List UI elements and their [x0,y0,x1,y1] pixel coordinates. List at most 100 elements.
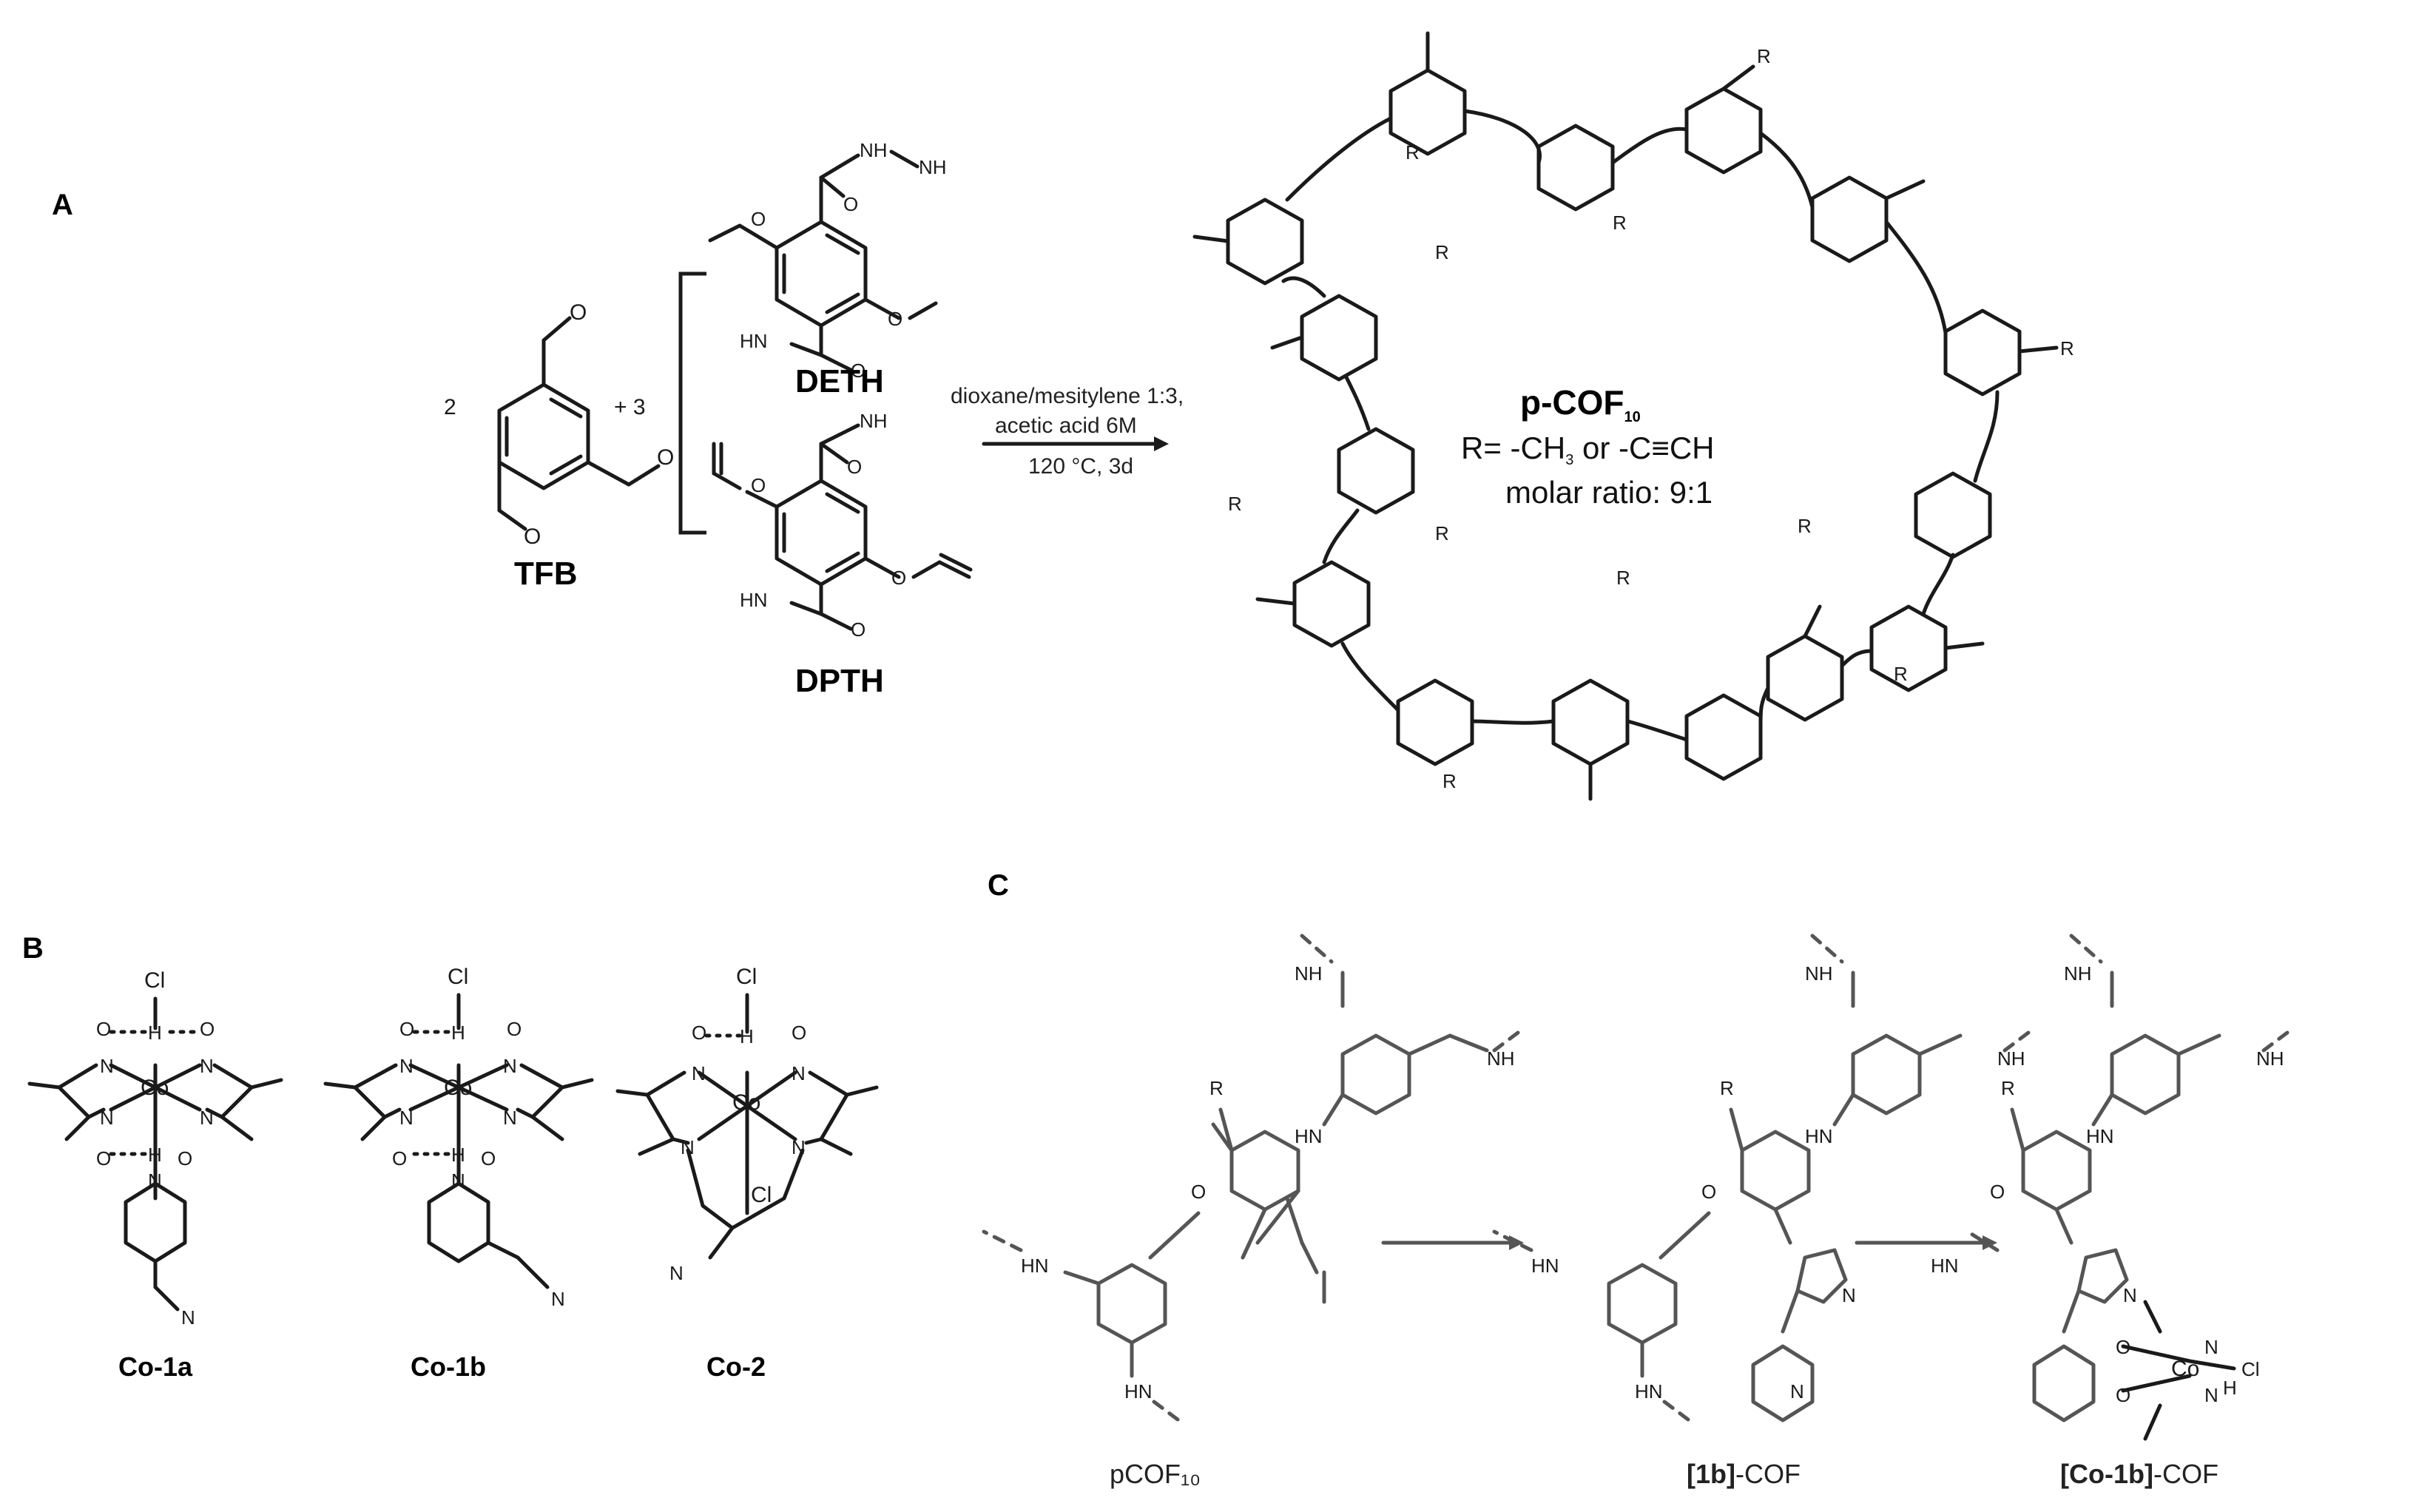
svg-text:N: N [681,1136,695,1158]
svg-text:O: O [524,524,541,549]
svg-text:R: R [2060,337,2074,360]
svg-text:H: H [148,1022,162,1044]
svg-text:N: N [669,1262,684,1284]
pcof-macrocycle [1192,31,2059,801]
svg-text:O: O [200,1018,215,1040]
c-label-1b-cof: [1b]-COF [1687,1459,1801,1489]
condition-2: acetic acid 6M [995,414,1137,438]
svg-text:HN: HN [740,589,768,611]
svg-text:N: N [399,1107,414,1129]
c-1b-cof-structure [1492,934,2037,1426]
svg-text:O: O [1701,1181,1716,1203]
svg-text:R: R [1228,493,1242,515]
svg-text:O: O [96,1147,111,1170]
condition-3: 120 °C, 3d [1028,454,1133,479]
r-definition: R= -CH3 or -C≡CH [1461,431,1714,468]
svg-text:N: N [200,1055,214,1077]
tfb-coefficient: 2 [444,395,456,419]
svg-text:R: R [1798,515,1812,537]
svg-text:R: R [2001,1077,2015,1099]
co-1a-label: Co-1a [118,1351,193,1382]
svg-text:N: N [451,1170,465,1192]
co-2-structure [615,993,879,1260]
svg-text:Co: Co [732,1090,760,1115]
svg-text:NH: NH [860,410,888,432]
svg-text:Co: Co [141,1076,169,1100]
c-pcof-structure [982,934,1526,1426]
c-label-co-1b-cof: [Co-1b]-COF [2060,1459,2218,1489]
svg-text:O: O [2116,1336,2130,1358]
svg-text:N: N [692,1062,706,1084]
svg-text:N: N [1842,1284,1856,1306]
co-2-label: Co-2 [706,1351,766,1382]
svg-text:R: R [1406,141,1420,163]
svg-text:HN: HN [1124,1380,1153,1403]
svg-text:O: O [1191,1181,1206,1203]
reaction-arrow-head [1154,436,1169,451]
svg-text:Co: Co [444,1076,472,1100]
tfb-structure: O O O [497,300,674,549]
svg-text:NH: NH [1295,962,1323,985]
svg-text:R: R [1442,770,1457,792]
svg-text:H: H [451,1022,465,1044]
svg-text:O: O [96,1018,111,1040]
co-1b-structure [323,993,594,1289]
panel-label-b: B [22,932,44,965]
c-arrow-1-head [1509,1235,1524,1250]
svg-text:H: H [451,1144,465,1166]
svg-text:R: R [1720,1077,1734,1099]
svg-text:O: O [888,308,902,330]
svg-text:O: O [507,1018,522,1040]
svg-text:Co: Co [2171,1357,2199,1381]
dpth-label: DPTH [795,663,884,699]
svg-text:O: O [657,445,674,470]
svg-text:O: O [792,1022,806,1044]
deth-structure: O NH NH O O O HN [708,139,947,382]
svg-text:N: N [503,1107,517,1129]
svg-text:O: O [2116,1384,2130,1406]
svg-text:O: O [843,193,858,215]
svg-text:HN: HN [740,330,768,352]
svg-text:HN: HN [1295,1125,1323,1147]
c-co-1b-cof-structure [1965,934,2295,1441]
svg-text:N: N [2204,1384,2218,1406]
svg-text:R: R [1616,567,1630,589]
svg-text:O: O [178,1147,192,1170]
svg-text:O: O [751,474,766,496]
svg-text:HN: HN [1531,1255,1559,1277]
svg-text:Cl: Cl [144,968,165,993]
svg-text:R: R [1435,241,1449,263]
svg-text:NH: NH [2256,1047,2284,1070]
svg-text:N: N [2123,1284,2137,1306]
svg-text:Cl: Cl [751,1183,772,1207]
deth-label: DETH [795,363,884,399]
svg-text:H: H [740,1025,754,1047]
svg-text:NH: NH [860,139,888,161]
co-1a-structure [27,996,283,1312]
svg-text:N: N [399,1055,414,1077]
svg-text:NH: NH [919,156,947,178]
svg-text:O: O [1990,1181,2005,1203]
svg-text:R: R [1757,45,1771,67]
svg-text:Cl: Cl [448,965,468,989]
svg-text:O: O [399,1018,414,1040]
svg-text:NH: NH [1487,1047,1515,1070]
svg-text:N: N [100,1107,114,1129]
svg-text:O: O [891,567,906,589]
c-arrow-2-head [1983,1235,1997,1250]
svg-text:O: O [851,360,865,382]
condition-1: dioxane/mesitylene 1:3, [951,384,1184,408]
svg-text:NH: NH [1805,962,1833,985]
svg-text:O: O [851,618,865,641]
svg-text:HN: HN [1635,1380,1663,1403]
svg-text:O: O [570,300,587,325]
svg-text:HN: HN [1931,1255,1959,1277]
svg-text:O: O [692,1022,706,1044]
svg-text:O: O [392,1147,407,1170]
svg-text:Cl: Cl [2241,1358,2260,1380]
reagent-bracket [678,271,706,535]
dpth-structure: O NH O O O HN [712,410,973,641]
svg-text:N: N [1790,1380,1804,1403]
svg-text:NH: NH [2064,962,2092,985]
